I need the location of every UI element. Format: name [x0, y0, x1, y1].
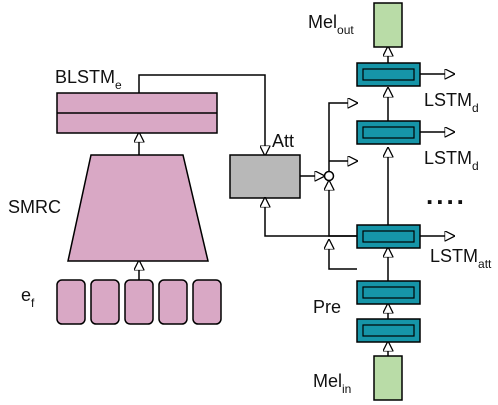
pre-net-block-2 — [356, 280, 421, 305]
feature-block-3 — [124, 279, 154, 325]
arrow-lstmatt-to-att — [265, 198, 357, 237]
arrow-blstm-to-att — [138, 74, 265, 155]
smrc-block — [67, 154, 209, 262]
feature-block-2 — [90, 279, 120, 325]
label-ellipsis: .... — [426, 180, 467, 210]
label-mel-in: Melin — [313, 371, 351, 396]
label-blstm-e: BLSTMe — [55, 67, 122, 92]
label-mel-out: Melout — [308, 12, 354, 37]
mel-out-block — [373, 2, 403, 48]
attention-block — [229, 154, 301, 199]
label-smrc: SMRC — [8, 197, 61, 217]
concat-feed-line — [328, 103, 357, 171]
pre-bypass-line — [329, 240, 357, 270]
concat-node — [323, 170, 335, 182]
lstm-d-block-middle — [356, 120, 421, 145]
lstm-att-block — [356, 224, 421, 249]
arrow-lstmatt-to-concat — [329, 181, 357, 237]
label-lstm-d-mid: LSTMd — [424, 148, 479, 173]
mel-in-block — [373, 355, 403, 401]
label-e-f: ef — [21, 285, 35, 310]
encoder-input-features — [56, 279, 222, 325]
blstm-e-block — [56, 92, 218, 134]
label-pre: Pre — [313, 297, 341, 317]
lstm-d-block-top — [356, 62, 421, 87]
label-att: Att — [272, 131, 294, 151]
feature-block-5 — [192, 279, 222, 325]
label-lstm-d-top: LSTMd — [424, 90, 479, 115]
pre-net-block-1 — [356, 318, 421, 343]
feature-block-4 — [158, 279, 188, 325]
feature-block-1 — [56, 279, 86, 325]
label-lstm-att: LSTMatt — [430, 246, 492, 271]
